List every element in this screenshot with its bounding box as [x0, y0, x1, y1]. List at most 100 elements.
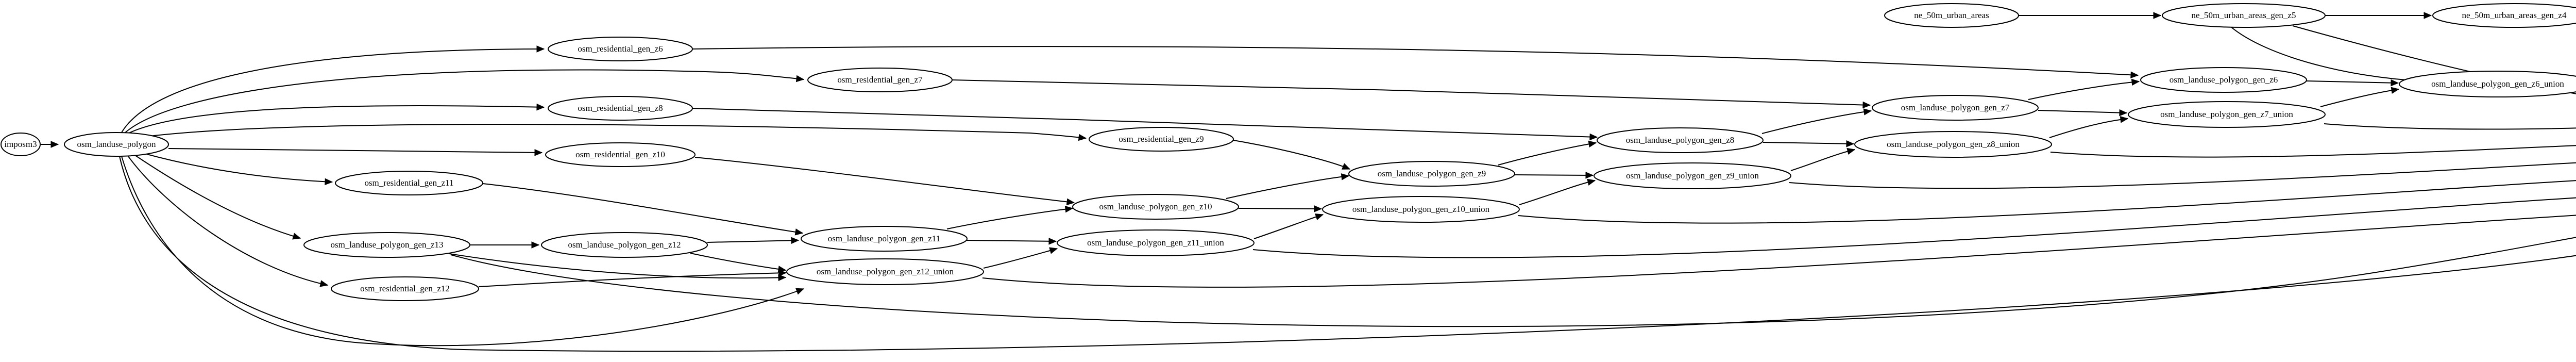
graph-node-osm_residential_gen_z7[interactable]: osm_residential_gen_z7 — [807, 68, 953, 92]
edge-arrowhead — [2130, 71, 2139, 78]
graph-node-osm_landuse_polygon[interactable]: osm_landuse_polygon — [64, 132, 169, 157]
graph-node-osm_landuse_polygon_gen_z13[interactable]: osm_landuse_polygon_gen_z13 — [303, 232, 470, 258]
node-label: osm_residential_gen_z6 — [578, 44, 663, 54]
graph-node-osm_residential_gen_z6[interactable]: osm_residential_gen_z6 — [548, 37, 693, 61]
edge-line — [946, 208, 1073, 229]
edge-arrowhead — [2131, 78, 2140, 86]
edge-line — [146, 154, 333, 183]
edge-line — [1226, 175, 1349, 199]
edge-arrowhead — [534, 149, 543, 156]
graph-node-osm_residential_gen_z8[interactable]: osm_residential_gen_z8 — [548, 96, 693, 121]
graph-node-imposm3[interactable]: imposm3 — [1, 133, 41, 156]
edge-arrowhead — [1078, 134, 1087, 141]
node-label: ne_50m_urban_areas_gen_z4 — [2462, 10, 2567, 20]
graph-node-osm_landuse_polygon_gen_z10_union[interactable]: osm_landuse_polygon_gen_z10_union — [1322, 196, 1520, 223]
node-label: osm_landuse_polygon_gen_z10 — [1099, 202, 1212, 211]
graph-edge — [119, 156, 2576, 352]
edge-line — [2050, 145, 2576, 158]
edge-line — [168, 148, 543, 153]
graph-node-osm_landuse_polygon_gen_z7[interactable]: osm_landuse_polygon_gen_z7 — [1872, 95, 2039, 121]
edge-line — [1519, 180, 1596, 205]
edge-line — [1790, 149, 1855, 171]
edge-arrowhead — [1863, 108, 1872, 116]
node-label: osm_landuse_polygon_gen_z10_union — [1352, 204, 1490, 214]
edge-line — [2320, 89, 2399, 107]
graph-node-osm_residential_gen_z10[interactable]: osm_residential_gen_z10 — [545, 142, 696, 167]
node-label: osm_landuse_polygon_gen_z8_union — [1887, 139, 2020, 149]
graph-node-osm_landuse_polygon_gen_z8_union[interactable]: osm_landuse_polygon_gen_z8_union — [1854, 131, 2052, 158]
graph-edge — [1789, 162, 2576, 189]
graph-edge — [982, 215, 2576, 288]
edge-arrowhead — [1314, 205, 1323, 212]
node-ellipse — [1872, 95, 2039, 121]
graph-node-osm_landuse_polygon_gen_z11_union[interactable]: osm_landuse_polygon_gen_z11_union — [1057, 229, 1255, 256]
edge-arrowhead — [1589, 133, 1598, 141]
edge-arrowhead — [1048, 238, 1057, 245]
graph-node-osm_landuse_polygon_gen_z6_union[interactable]: osm_landuse_polygon_gen_z6_union — [2399, 71, 2576, 97]
edge-line — [2028, 81, 2140, 100]
graph-node-osm_landuse_polygon_gen_z6[interactable]: osm_landuse_polygon_gen_z6 — [2140, 67, 2307, 93]
node-ellipse — [1072, 194, 1239, 220]
graph-node-osm_landuse_polygon_gen_z10[interactable]: osm_landuse_polygon_gen_z10 — [1072, 194, 1239, 220]
node-ellipse — [335, 171, 483, 195]
graph-edge — [127, 105, 545, 134]
edge-line — [1518, 180, 2576, 224]
graph-edge — [121, 156, 804, 347]
node-label: osm_residential_gen_z10 — [575, 150, 665, 159]
graph-node-osm_landuse_polygon_gen_z11[interactable]: osm_landuse_polygon_gen_z11 — [801, 226, 968, 252]
graph-edge — [2230, 26, 2422, 81]
graph-node-osm_residential_gen_z11[interactable]: osm_residential_gen_z11 — [335, 171, 483, 195]
graph-node-osm_landuse_polygon_gen_z9[interactable]: osm_landuse_polygon_gen_z9 — [1348, 161, 1515, 187]
edge-arrowhead — [292, 233, 301, 240]
graph-node-osm_residential_gen_z12[interactable]: osm_residential_gen_z12 — [331, 276, 479, 301]
node-label: osm_landuse_polygon_gen_z9_union — [1626, 171, 1759, 180]
graph-node-ne_50m_urban_areas[interactable]: ne_50m_urban_areas — [1884, 3, 2019, 28]
node-ellipse — [331, 276, 479, 301]
edge-arrowhead — [2119, 109, 2128, 117]
graph-edge — [450, 237, 2576, 327]
graph-edge — [2038, 110, 2127, 113]
node-ellipse — [1854, 131, 2052, 158]
edge-arrowhead — [778, 274, 787, 282]
edge-arrowhead — [2424, 12, 2432, 19]
graph-edge — [952, 79, 1871, 106]
graph-edge — [966, 240, 1057, 242]
edge-line — [1498, 142, 1597, 166]
graph-edge — [1253, 214, 1324, 239]
graph-edge — [2028, 81, 2140, 100]
edge-arrowhead — [1588, 140, 1597, 148]
edge-line — [707, 240, 799, 243]
graph-node-osm_landuse_polygon_gen_z8[interactable]: osm_landuse_polygon_gen_z8 — [1597, 127, 1764, 153]
node-ellipse — [1594, 162, 1791, 189]
graph-node-osm_landuse_polygon_gen_z12_union[interactable]: osm_landuse_polygon_gen_z12_union — [786, 258, 984, 285]
edge-line — [983, 248, 1058, 269]
graph-edge — [1518, 180, 2576, 224]
node-label: osm_landuse_polygon_gen_z6 — [2170, 75, 2278, 85]
graph-node-ne_50m_urban_areas_gen_z4[interactable]: ne_50m_urban_areas_gen_z4 — [2432, 3, 2576, 28]
edge-arrowhead — [791, 237, 800, 244]
graph-node-osm_residential_gen_z9[interactable]: osm_residential_gen_z9 — [1089, 127, 1234, 152]
node-label: ne_50m_urban_areas — [1914, 10, 1989, 20]
node-ellipse — [2128, 101, 2326, 128]
graph-node-osm_landuse_polygon_gen_z9_union[interactable]: osm_landuse_polygon_gen_z9_union — [1594, 162, 1791, 189]
node-ellipse — [1348, 161, 1515, 187]
graph-node-osm_landuse_polygon_gen_z7_union[interactable]: osm_landuse_polygon_gen_z7_union — [2128, 101, 2326, 128]
graph-node-osm_landuse_polygon_gen_z12[interactable]: osm_landuse_polygon_gen_z12 — [541, 232, 708, 258]
edge-arrowhead — [2391, 79, 2399, 87]
node-ellipse — [1322, 196, 1520, 223]
node-ellipse — [1884, 3, 2019, 28]
edge-line — [1233, 140, 1350, 170]
node-ellipse — [548, 37, 693, 61]
graph-edge — [1226, 175, 1349, 199]
edge-line — [2038, 110, 2127, 113]
node-ellipse — [2399, 71, 2576, 97]
edge-line — [1789, 162, 2576, 189]
edge-line — [127, 155, 328, 286]
node-ellipse — [303, 232, 470, 258]
edge-line — [690, 253, 786, 271]
edge-line — [127, 105, 545, 134]
graph-node-ne_50m_urban_areas_gen_z5[interactable]: ne_50m_urban_areas_gen_z5 — [2162, 3, 2326, 28]
edge-arrowhead — [1587, 178, 1596, 186]
